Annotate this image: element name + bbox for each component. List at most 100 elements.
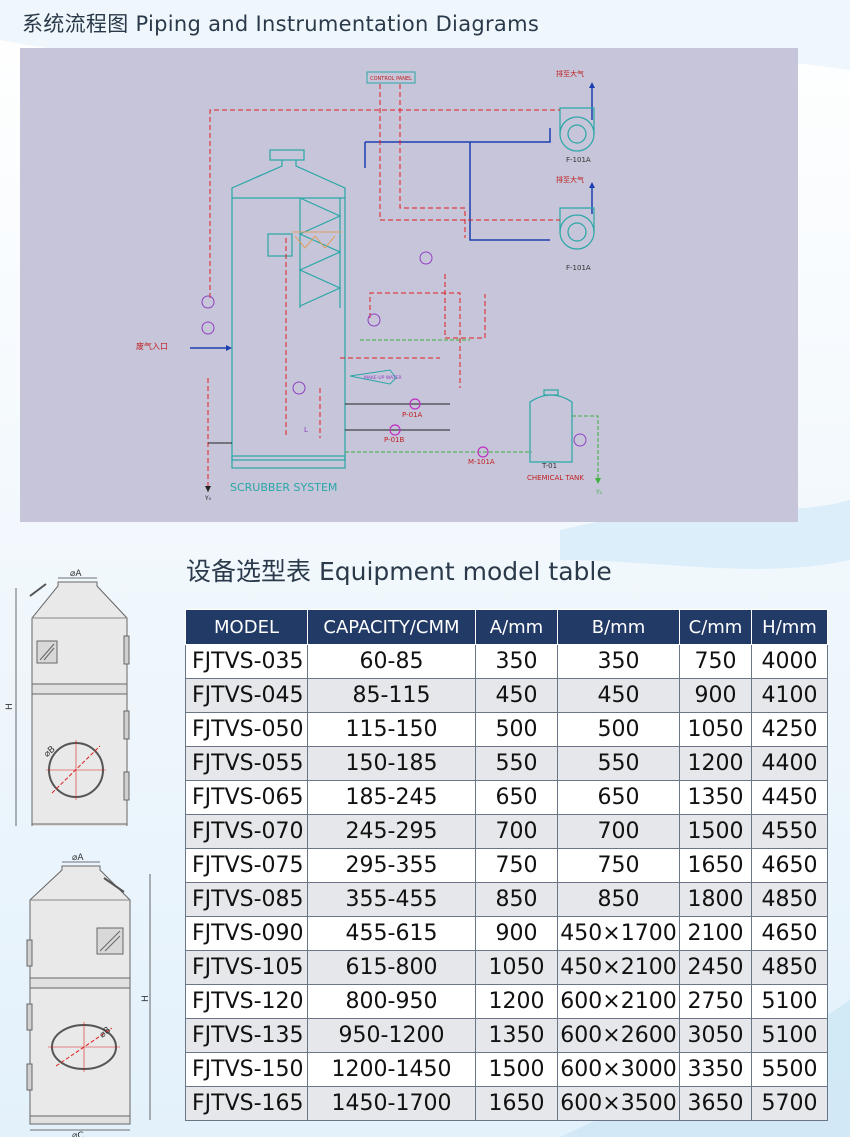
table-cell: 750 <box>475 848 558 883</box>
table-cell: 4450 <box>751 780 828 815</box>
table-cell: 1050 <box>679 712 752 747</box>
table-cell: 1500 <box>679 814 752 849</box>
table-cell: 450×1700 <box>557 916 680 951</box>
column-header: C/mm <box>679 609 752 645</box>
table-cell: 85-115 <box>307 678 476 713</box>
table-cell: 650 <box>557 780 680 815</box>
pump-p01a <box>409 398 421 410</box>
model-cell: FJTVS-090 <box>185 916 308 951</box>
model-cell: FJTVS-050 <box>185 712 308 747</box>
table-cell: 4850 <box>751 882 828 917</box>
table-cell: 1200 <box>679 746 752 781</box>
model-cell: FJTVS-120 <box>185 984 308 1019</box>
table-cell: 2750 <box>679 984 752 1019</box>
dim-a-label: ⌀A <box>72 853 84 863</box>
column-header: A/mm <box>475 609 558 645</box>
table-cell: 600×3000 <box>557 1052 680 1087</box>
table-cell: 600×2600 <box>557 1018 680 1053</box>
table-cell: 115-150 <box>307 712 476 747</box>
table-cell: 450 <box>475 678 558 713</box>
table-cell: 455-615 <box>307 916 476 951</box>
exhaust-arrow <box>589 182 595 188</box>
dim-a-label: ⌀A <box>70 569 82 579</box>
mixer-m101a <box>477 446 489 458</box>
exhaust-arrow <box>589 82 595 88</box>
model-cell: FJTVS-035 <box>185 644 308 679</box>
table-cell: 1200-1450 <box>307 1052 476 1087</box>
model-cell: FJTVS-045 <box>185 678 308 713</box>
drain-right-label: Y₀ <box>595 489 603 496</box>
table-cell: 1450-1700 <box>307 1086 476 1121</box>
table-cell: 500 <box>475 712 558 747</box>
model-cell: FJTVS-075 <box>185 848 308 883</box>
model-cell: FJTVS-135 <box>185 1018 308 1053</box>
control-panel-label: CONTROL PANEL <box>370 76 412 82</box>
signal-lines <box>207 84 560 488</box>
table-cell: 2450 <box>679 950 752 985</box>
system-name-label: SCRUBBER SYSTEM <box>230 481 337 494</box>
table-cell: 4250 <box>751 712 828 747</box>
model-cell: FJTVS-065 <box>185 780 308 815</box>
table-cell: 245-295 <box>307 814 476 849</box>
table-cell: 750 <box>557 848 680 883</box>
fan-f101a-bottom <box>559 207 595 250</box>
drain-arrow-right <box>595 478 601 484</box>
dim-h-label: H <box>141 995 151 1002</box>
table-cell: 185-245 <box>307 780 476 815</box>
table-cell: 1650 <box>475 1086 558 1121</box>
table-cell: 3050 <box>679 1018 752 1053</box>
table-cell: 355-455 <box>307 882 476 917</box>
table-cell: 1350 <box>679 780 752 815</box>
table-cell: 1800 <box>679 882 752 917</box>
table-cell: 350 <box>557 644 680 679</box>
model-cell: FJTVS-105 <box>185 950 308 985</box>
table-cell: 4000 <box>751 644 828 679</box>
pump-b-label: P-01B <box>384 436 405 444</box>
exhaust-label-2: 排至大气 <box>556 175 584 184</box>
exhaust-label-1: 排至大气 <box>556 69 584 78</box>
table-cell: 4850 <box>751 950 828 985</box>
table-cell: 1500 <box>475 1052 558 1087</box>
table-cell: 3350 <box>679 1052 752 1087</box>
table-cell: 850 <box>557 882 680 917</box>
column-header: CAPACITY/CMM <box>307 609 476 645</box>
spray-nozzles <box>292 231 342 249</box>
equipment-drawing-bottom: ⌀A ⌀B ⌀C H <box>26 853 151 1137</box>
table-cell: 550 <box>557 746 680 781</box>
table-cell: 4650 <box>751 916 828 951</box>
table-cell: 4650 <box>751 848 828 883</box>
table-header-row: MODEL CAPACITY/CMM A/mm B/mm C/mm H/mm <box>185 609 828 645</box>
control-panel-box <box>366 71 416 84</box>
table-cell: 60-85 <box>307 644 476 679</box>
pid-diagram: CONTROL PANEL 排至大气 排至大气 F-101A F-101A <box>20 48 798 522</box>
table-cell: 1200 <box>475 984 558 1019</box>
table-cell: 4550 <box>751 814 828 849</box>
table-cell: 3650 <box>679 1086 752 1121</box>
process-lines <box>207 403 450 492</box>
table-cell: 5700 <box>751 1086 828 1121</box>
dim-c-label: ⌀C <box>72 1131 84 1137</box>
table-cell: 615-800 <box>307 950 476 985</box>
chemical-lines <box>345 339 599 478</box>
table-cell: 950-1200 <box>307 1018 476 1053</box>
scrubber-tower <box>231 149 346 469</box>
model-cell: FJTVS-150 <box>185 1052 308 1087</box>
table-cell: 5100 <box>751 1018 828 1053</box>
table-cell: 295-355 <box>307 848 476 883</box>
table-cell: 650 <box>475 780 558 815</box>
table-cell: 2100 <box>679 916 752 951</box>
mixer-label: M-101A <box>468 458 495 466</box>
table-cell: 5500 <box>751 1052 828 1087</box>
pump-p01b <box>389 424 401 436</box>
